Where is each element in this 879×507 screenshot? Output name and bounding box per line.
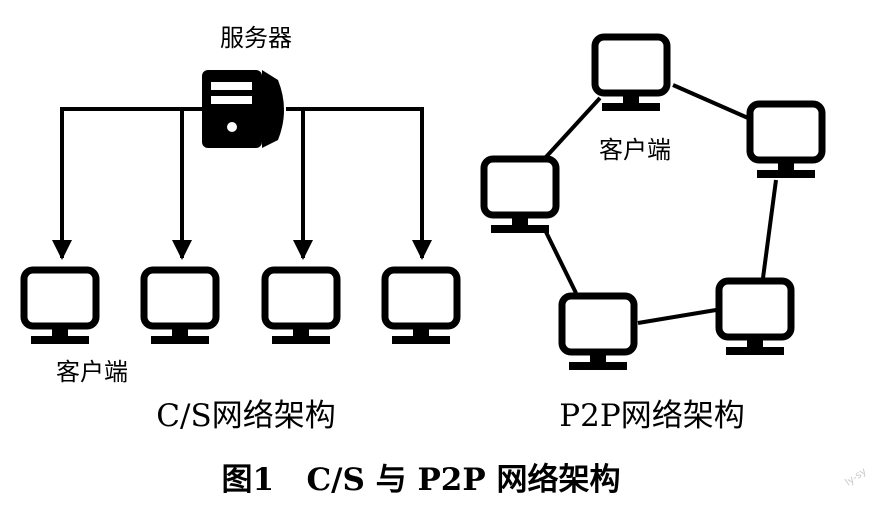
server-tower-icon — [202, 70, 284, 148]
p2p-client-monitor-icon — [750, 104, 822, 178]
watermark: ly-sy — [843, 466, 868, 488]
cs-architecture: 服务器 客户端 C/S网络架构 — [24, 24, 457, 434]
figure-caption: 图1 C/S 与 P2P 网络架构 — [222, 462, 621, 498]
p2p-client-monitor-icon — [562, 296, 634, 370]
cs-title: C/S网络架构 — [156, 398, 335, 434]
p2p-client-monitor-icon — [595, 37, 667, 111]
cs-client-monitor-icon — [24, 270, 96, 344]
cs-client-monitor-icon — [144, 270, 216, 344]
cs-client-monitor-icon — [385, 270, 457, 344]
p2p-client-monitor-icon — [719, 281, 791, 355]
p2p-architecture: 客户端 P2P网络架构 — [484, 37, 822, 434]
p2p-connectors — [544, 83, 778, 325]
cs-connectors — [52, 107, 432, 260]
server-label: 服务器 — [220, 24, 292, 52]
cs-client-label: 客户端 — [56, 358, 128, 386]
p2p-title: P2P网络架构 — [559, 398, 744, 434]
cs-client-monitor-icon — [265, 270, 337, 344]
p2p-client-monitor-icon — [484, 159, 556, 233]
p2p-client-label: 客户端 — [599, 136, 671, 164]
